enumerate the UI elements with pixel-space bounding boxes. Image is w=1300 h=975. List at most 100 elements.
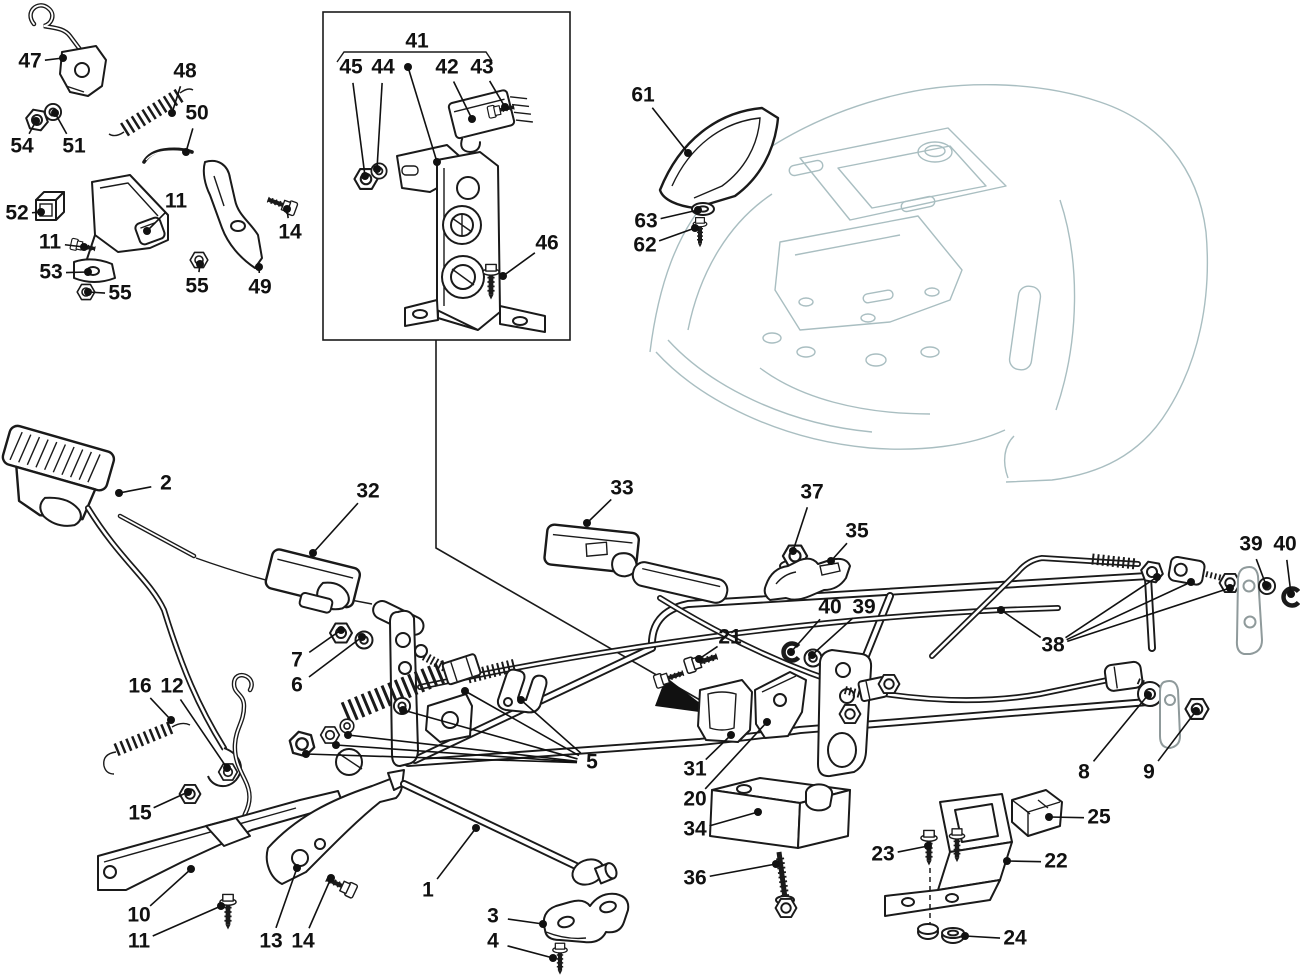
svg-text:63: 63 (634, 210, 657, 233)
callout-25: 25 (1045, 806, 1111, 829)
svg-text:50: 50 (185, 102, 208, 125)
svg-text:13: 13 (259, 930, 282, 953)
svg-text:12: 12 (160, 675, 183, 698)
svg-text:11: 11 (39, 231, 62, 254)
svg-text:45: 45 (339, 56, 363, 79)
callout-23: 23 (871, 842, 932, 866)
svg-text:40: 40 (818, 596, 841, 619)
callout-47: 47 (18, 50, 67, 73)
brake-pedal-assembly (1, 424, 425, 788)
svg-text:38: 38 (1041, 634, 1065, 657)
callout-22: 22 (1003, 850, 1068, 873)
inset-detail-box (322, 11, 571, 341)
part-11-screw (220, 894, 236, 929)
svg-text:42: 42 (435, 56, 458, 79)
callout-36: 36 (683, 860, 780, 890)
svg-text:23: 23 (871, 843, 894, 866)
svg-text:43: 43 (470, 56, 493, 79)
callout-63: 63 (634, 206, 702, 233)
part-31-bracket (697, 679, 753, 743)
callout-10: 10 (127, 865, 195, 927)
callout-42: 42 (435, 56, 476, 123)
svg-text:39: 39 (852, 596, 875, 619)
callout-14: 14 (278, 205, 302, 244)
part-48-spring (108, 88, 194, 137)
part-47-wire-bracket (28, 3, 107, 97)
callout-41: 41 (405, 30, 429, 53)
svg-text:8: 8 (1078, 761, 1090, 784)
callout-21: 21 (695, 626, 742, 663)
callout-54: 54 (10, 117, 40, 158)
callout-dot (404, 63, 441, 166)
callout-9: 9 (1143, 707, 1200, 784)
svg-text:21: 21 (718, 626, 742, 649)
callout-55: 55 (84, 282, 132, 305)
svg-text:62: 62 (633, 234, 656, 257)
part-5-hardware (285, 644, 548, 776)
callout-39: 39 (808, 596, 876, 659)
svg-text:46: 46 (535, 232, 558, 255)
part-36-bolt (774, 851, 798, 918)
callout-40: 40 (1273, 533, 1297, 598)
part-61-panel (658, 106, 780, 210)
part-1-shaft (400, 780, 618, 886)
svg-text:51: 51 (62, 135, 86, 158)
part-13-hook-plate (265, 769, 405, 885)
callout-61: 61 (631, 84, 692, 157)
callout-40: 40 (787, 596, 842, 656)
callout-2: 2 (115, 472, 172, 497)
callout-34: 34 (683, 808, 762, 841)
part-33-pedal-pad (543, 523, 641, 578)
svg-text:52: 52 (5, 202, 28, 225)
svg-text:55: 55 (185, 275, 209, 298)
callout-53: 53 (39, 261, 92, 284)
svg-text:14: 14 (278, 221, 302, 244)
callout-4: 4 (487, 930, 557, 962)
callout-11: 11 (128, 902, 225, 953)
callout-7: 7 (291, 626, 345, 672)
part-22-bracket (884, 793, 1013, 917)
svg-text:36: 36 (683, 867, 706, 890)
callout-15: 15 (128, 788, 192, 825)
rod-sleeve (631, 561, 729, 604)
svg-text:3: 3 (487, 905, 499, 928)
main-spring (340, 658, 455, 724)
svg-text:54: 54 (10, 135, 34, 158)
callout-38: 38 (997, 573, 1234, 657)
svg-text:4: 4 (487, 930, 499, 953)
callout-39: 39 (1239, 533, 1270, 589)
svg-text:53: 53 (39, 261, 62, 284)
svg-text:15: 15 (128, 802, 152, 825)
callout-48: 48 (168, 60, 197, 117)
svg-text:48: 48 (173, 60, 197, 83)
svg-text:47: 47 (18, 50, 41, 73)
svg-text:11: 11 (165, 190, 188, 213)
part-35-clamp (763, 557, 851, 601)
callout-8: 8 (1078, 691, 1152, 784)
svg-text:40: 40 (1273, 533, 1296, 556)
callout-24: 24 (961, 927, 1027, 950)
svg-text:31: 31 (683, 758, 707, 781)
group-41-brace (336, 51, 493, 63)
part-12-wire-link (231, 672, 254, 837)
callout-51: 51 (51, 109, 86, 158)
adjuster-couplers (838, 674, 901, 724)
callout-11: 11 (143, 190, 187, 235)
callout-1: 1 (422, 824, 480, 902)
callout-16: 16 (128, 675, 175, 724)
part-14-bolt (265, 193, 298, 216)
svg-text:7: 7 (291, 649, 303, 672)
svg-text:14: 14 (291, 930, 315, 953)
callout-31: 31 (683, 731, 735, 781)
svg-text:10: 10 (127, 904, 150, 927)
part-16-spring (103, 720, 191, 775)
svg-text:6: 6 (291, 674, 303, 697)
callout-46: 46 (499, 232, 559, 280)
part-32-pedal-pad (264, 548, 362, 614)
svg-text:44: 44 (371, 56, 395, 79)
part-34-block (709, 777, 851, 849)
part-3-clamp-bracket (542, 892, 630, 944)
callout-45: 45 (339, 56, 369, 180)
